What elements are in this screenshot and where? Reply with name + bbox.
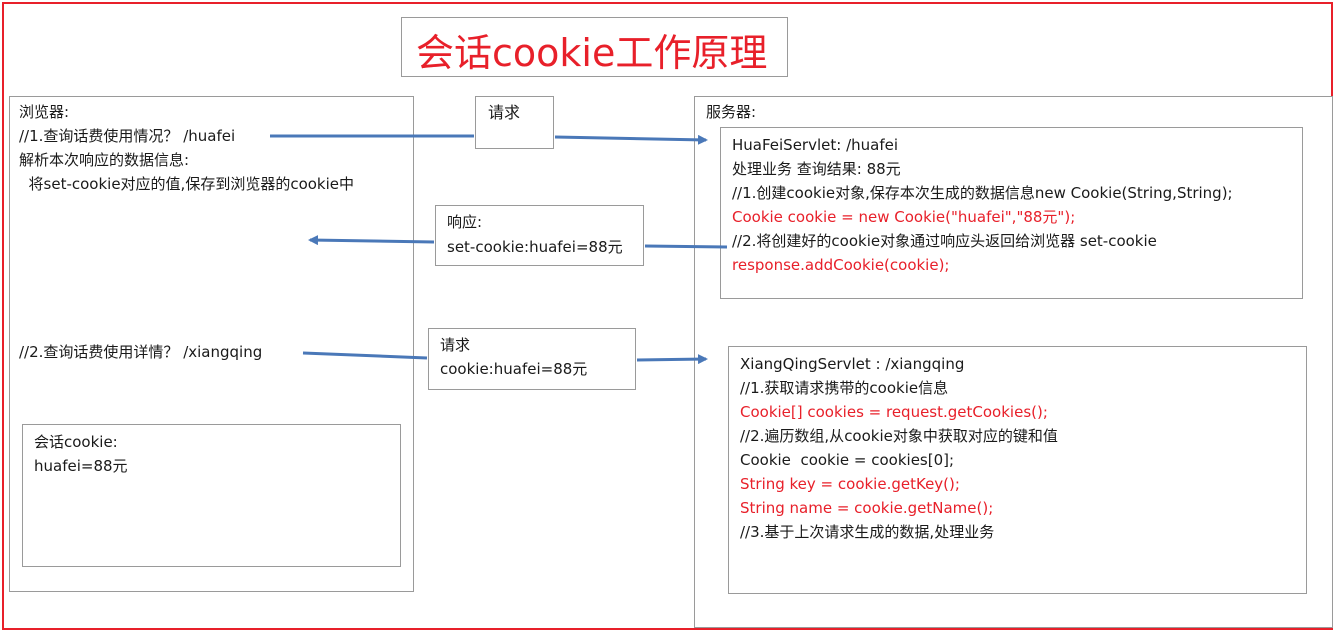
huafei-servlet-box: [720, 127, 1303, 299]
huafei-line: 处理业务 查询结果: 88元: [732, 160, 901, 178]
xiangqing-code-line: String key = cookie.getKey();: [740, 475, 960, 493]
page-title: 会话cookie工作原理: [416, 31, 768, 75]
xiangqing-servlet-box: [728, 346, 1307, 594]
browser-parse-line: 解析本次响应的数据信息:: [19, 151, 190, 169]
request2-arrow-segment: [302, 351, 428, 360]
xiangqing-line: //1.获取请求携带的cookie信息: [740, 379, 949, 397]
title-box: 会话cookie工作原理: [401, 17, 788, 77]
huafei-line: //1.创建cookie对象,保存本次生成的数据信息new Cookie(Str…: [732, 184, 1233, 202]
browser-query1: //1.查询话费使用情况？ /huafei: [19, 127, 236, 145]
response-value: set-cookie:huafei=88元: [447, 238, 623, 256]
xiangqing-line: Cookie cookie = cookies[0];: [740, 451, 955, 469]
request2-arrow: [636, 354, 708, 365]
request2-label: 请求: [440, 336, 471, 354]
server-label: 服务器:: [706, 103, 757, 121]
request1-box: [475, 96, 554, 149]
browser-save-line: 将set-cookie对应的值,保存到浏览器的cookie中: [19, 175, 355, 193]
huafei-code-line: Cookie cookie = new Cookie("huafei","88元…: [732, 208, 1076, 226]
session-cookie-box: [22, 424, 401, 567]
response-arrow-segment: [644, 244, 728, 249]
response-label: 响应:: [447, 213, 483, 231]
request1-arrow: [554, 134, 708, 145]
response-box: [435, 205, 644, 266]
request2-box: [428, 328, 636, 390]
session-cookie-label: 会话cookie:: [34, 433, 118, 451]
huafei-line: //2.将创建好的cookie对象通过响应头返回给浏览器 set-cookie: [732, 232, 1157, 250]
response-arrow: [308, 235, 435, 246]
xiangqing-code-line: Cookie[] cookies = request.getCookies();: [740, 403, 1048, 421]
huafei-line: HuaFeiServlet: /huafei: [732, 136, 899, 154]
huafei-code-line: response.addCookie(cookie);: [732, 256, 950, 274]
xiangqing-code-line: String name = cookie.getName();: [740, 499, 994, 517]
xiangqing-line: //3.基于上次请求生成的数据,处理业务: [740, 523, 995, 541]
browser-query2: //2.查询话费使用详情？ /xiangqing: [19, 343, 263, 361]
session-cookie-value: huafei=88元: [34, 457, 128, 475]
xiangqing-line: //2.遍历数组,从cookie对象中获取对应的键和值: [740, 427, 1058, 445]
xiangqing-line: XiangQingServlet : /xiangqing: [740, 355, 965, 373]
request2-value: cookie:huafei=88元: [440, 360, 588, 378]
browser-label: 浏览器:: [19, 103, 70, 121]
request1-label: 请求: [488, 103, 521, 122]
